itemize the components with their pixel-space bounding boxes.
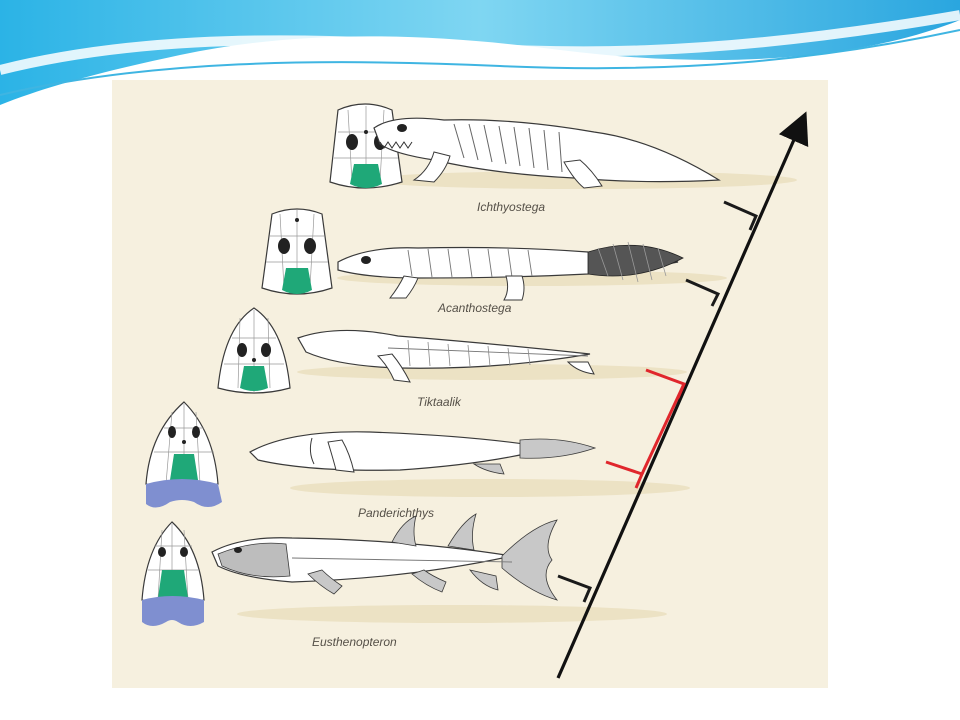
cladogram bbox=[556, 111, 809, 679]
hindlimb bbox=[563, 159, 603, 189]
skull-panderichthys bbox=[145, 401, 222, 508]
pelvic-fin bbox=[411, 569, 447, 593]
wave-highlight bbox=[0, 10, 960, 75]
orbit bbox=[261, 343, 271, 357]
anal-fin bbox=[469, 569, 499, 591]
pineal bbox=[182, 440, 186, 444]
ground-shadow bbox=[297, 364, 687, 380]
branch-acanthostega bbox=[685, 278, 721, 307]
row-panderichthys: Panderichthys bbox=[145, 401, 690, 520]
pelvic-fin bbox=[566, 361, 595, 375]
caudal-fin bbox=[519, 438, 597, 459]
pineal bbox=[364, 130, 368, 134]
ground-shadow bbox=[290, 479, 690, 497]
green-bone bbox=[158, 570, 188, 600]
orbit bbox=[278, 238, 290, 254]
orbit bbox=[237, 343, 247, 357]
orbit bbox=[180, 547, 188, 557]
spine bbox=[291, 557, 513, 563]
pectoral-fin bbox=[327, 439, 355, 473]
header-wave bbox=[0, 0, 960, 105]
orbit bbox=[304, 238, 316, 254]
ground-shadow bbox=[237, 605, 667, 623]
orbit bbox=[158, 547, 166, 557]
skeleton-tiktaalik bbox=[297, 329, 595, 383]
blue-bone bbox=[146, 479, 222, 508]
row-acanthostega: Acanthostega bbox=[261, 208, 727, 315]
ribs bbox=[407, 339, 531, 367]
second-dorsal-fin bbox=[447, 513, 477, 551]
caudal-fin bbox=[501, 519, 559, 601]
wave-line bbox=[0, 29, 960, 96]
green-bone bbox=[240, 366, 268, 391]
orbit bbox=[168, 426, 176, 438]
green-bone bbox=[170, 454, 198, 482]
skeleton-panderichthys bbox=[249, 431, 597, 475]
body-outline bbox=[249, 431, 551, 471]
pineal bbox=[252, 358, 256, 362]
taxon-label: Tiktaalik bbox=[417, 395, 462, 409]
forelimb bbox=[412, 151, 451, 183]
skull-tiktaalik bbox=[217, 307, 291, 394]
ribs bbox=[407, 248, 533, 278]
taxon-label: Acanthostega bbox=[437, 301, 512, 315]
skull-sutures bbox=[266, 210, 328, 294]
branch-eusthenopteron bbox=[557, 574, 592, 603]
skull-sutures bbox=[224, 310, 284, 392]
forelimb bbox=[388, 275, 419, 299]
fin-rays bbox=[597, 241, 667, 283]
skeleton-ichthyostega bbox=[373, 117, 721, 189]
wave-band bbox=[0, 0, 960, 105]
pelvic-fin bbox=[472, 463, 505, 475]
pectoral-fin bbox=[307, 569, 343, 595]
row-tiktaalik: Tiktaalik bbox=[217, 307, 687, 409]
hindlimb bbox=[503, 275, 525, 301]
phylogeny-diagram: Ichthyostega bbox=[141, 103, 809, 679]
skull-sutures bbox=[154, 404, 214, 486]
skeleton-eusthenopteron bbox=[211, 513, 559, 601]
dorsal-fin bbox=[391, 515, 417, 547]
orbit bbox=[346, 134, 358, 150]
row-eusthenopteron: Eusthenopteron bbox=[141, 513, 667, 649]
gill-cover bbox=[309, 437, 315, 465]
skull-acanthostega bbox=[261, 208, 333, 295]
ribs bbox=[453, 123, 563, 173]
orbit bbox=[234, 547, 242, 553]
body-outline bbox=[297, 329, 591, 369]
green-bone bbox=[282, 268, 312, 294]
branch-ichthyostega bbox=[723, 200, 758, 231]
orbit bbox=[397, 124, 407, 132]
pectoral-fin bbox=[376, 353, 411, 383]
blue-bone bbox=[142, 596, 204, 626]
pineal bbox=[295, 218, 299, 222]
spine bbox=[387, 347, 589, 357]
taxon-label: Ichthyostega bbox=[477, 200, 545, 214]
taxon-label: Eusthenopteron bbox=[312, 635, 397, 649]
orbit bbox=[361, 256, 371, 264]
green-bone bbox=[350, 164, 382, 188]
diagram-panel: Ichthyostega bbox=[112, 80, 828, 688]
orbit bbox=[192, 426, 200, 438]
row-ichthyostega: Ichthyostega bbox=[329, 103, 797, 214]
skeleton-acanthostega bbox=[337, 241, 684, 301]
skull-eusthenopteron bbox=[141, 521, 205, 626]
evolution-axis bbox=[556, 111, 809, 679]
taxon-label: Panderichthys bbox=[358, 506, 434, 520]
branch-connector-red bbox=[640, 383, 686, 475]
teeth bbox=[379, 141, 413, 149]
